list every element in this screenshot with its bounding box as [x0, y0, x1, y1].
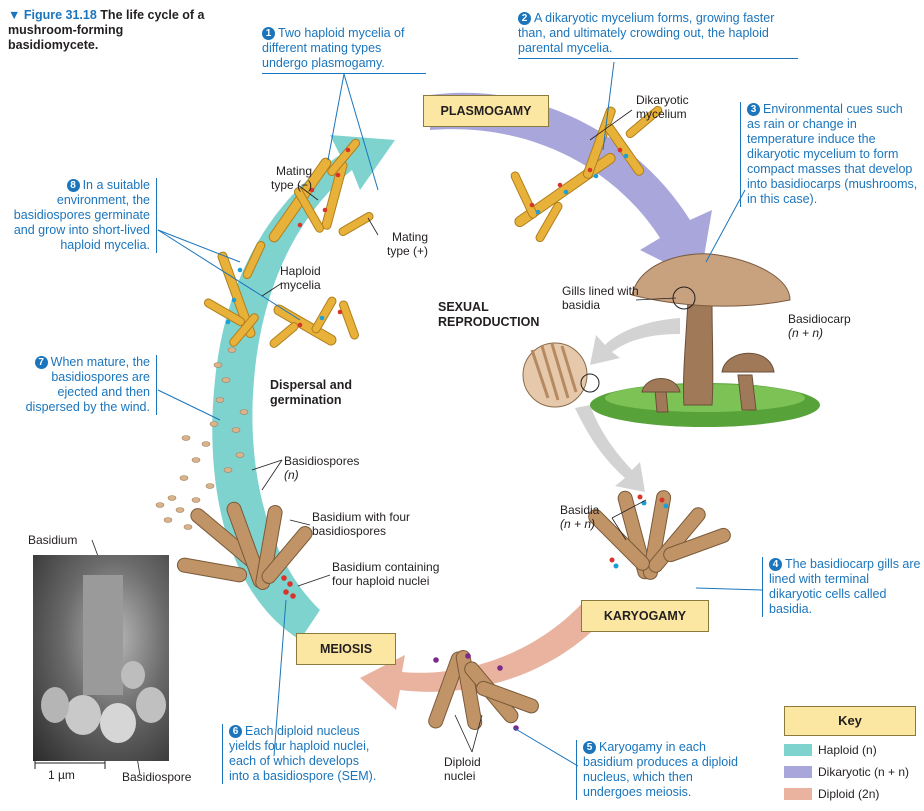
diploid-swatch-icon	[784, 788, 812, 800]
note-text: In a suitable environment, the basidiosp…	[13, 178, 150, 252]
note-text: Each diploid nucleus yields four haploid…	[229, 724, 377, 783]
label-dikaryotic-mycelium: Dikaryotic mycelium	[636, 93, 689, 121]
note-number: 5	[583, 741, 596, 754]
label-diploid-nuclei: Diploid nuclei	[444, 755, 481, 783]
note-text: The basidiocarp gills are lined with ter…	[769, 557, 921, 616]
note-text: Karyogamy in each basidium produces a di…	[583, 740, 738, 799]
label-dispersal: Dispersal and germination	[270, 378, 352, 407]
stage-meiosis: MEIOSIS	[296, 633, 396, 665]
basidia-cluster-spores	[176, 501, 313, 599]
note-text: Environmental cues such as rain or chang…	[747, 102, 918, 206]
key-title: Key	[784, 706, 916, 736]
dikaryotic-swatch-icon	[784, 766, 812, 778]
basidiospores	[155, 347, 249, 530]
note-text: Two haploid mycelia of different mating …	[262, 26, 405, 70]
key-label: Diploid (2n)	[818, 787, 880, 801]
key-label: Dikaryotic (n + n)	[818, 765, 910, 779]
label-mating-type-minus: Mating type (−)	[270, 164, 312, 192]
basidia-cluster-diploid	[428, 650, 539, 731]
diploid-arrow	[360, 600, 608, 710]
note-number: 7	[34, 356, 48, 369]
sexual-reproduction-label: SEXUAL REPRODUCTION	[438, 300, 540, 329]
basidiospores-ploidy: (n)	[284, 468, 299, 482]
mating-type-minus-mycelium	[268, 138, 374, 243]
note-number: 8	[66, 179, 80, 192]
figure-number: Figure 31.18	[23, 8, 97, 22]
label-haploid-mycelia: Haploid mycelia	[280, 264, 321, 292]
note-text: When mature, the basidiospores are eject…	[25, 355, 150, 414]
key-item-diploid: Diploid (2n)	[784, 786, 879, 802]
sem-spores-art	[41, 575, 166, 743]
basidiocarp-ploidy: (n + n)	[788, 326, 824, 340]
label-basidiocarp: Basidiocarp(n + n)	[788, 312, 878, 340]
note-text: A dikaryotic mycelium forms, growing fas…	[518, 11, 775, 55]
note-number: 2	[518, 12, 531, 25]
basidia-name: Basidia	[560, 503, 600, 517]
figure-triangle-icon: ▼	[8, 8, 24, 22]
label-sem-basidium: Basidium	[28, 533, 78, 547]
gill-zoom-arrow	[575, 318, 680, 492]
basidiocarp-mushrooms	[590, 253, 820, 427]
label-gills-lined: Gills lined with basidia	[562, 284, 639, 312]
label-scale-bar: 1 µm	[48, 768, 75, 782]
basidiocarp-name: Basidiocarp	[788, 312, 851, 326]
basidia-ploidy: (n + n)	[560, 517, 596, 531]
label-basidiospores: Basidiospores(n)	[284, 454, 374, 482]
sem-micrograph	[33, 555, 169, 761]
gill-detail	[522, 342, 600, 408]
key-label: Haploid (n)	[818, 743, 877, 757]
figure-title: ▼ Figure 31.18 The life cycle of a mushr…	[8, 8, 208, 53]
key-item-haploid: Haploid (n)	[784, 742, 877, 758]
leader-lines	[157, 61, 763, 767]
haploid-swatch-icon	[784, 744, 812, 756]
note-number: 1	[262, 27, 275, 40]
basidiospores-name: Basidiospores	[284, 454, 360, 468]
stage-karyogamy: KARYOGAMY	[581, 600, 709, 632]
dikaryotic-mycelium	[510, 105, 663, 243]
label-basidia: Basidia(n + n)	[560, 503, 610, 531]
note-number: 6	[229, 725, 242, 738]
key-item-dikaryotic: Dikaryotic (n + n)	[784, 764, 909, 780]
note-number: 4	[769, 558, 782, 571]
haploid-mycelia-center	[269, 296, 359, 348]
basidia-cluster-right	[588, 490, 731, 580]
label-sem-basidiospore: Basidiospore	[122, 770, 192, 784]
figure-caption: The life cycle of a mushroom-forming bas…	[8, 8, 205, 52]
label-basidium-four-spores: Basidium with four basidiospores	[312, 510, 411, 538]
stage-plasmogamy: PLASMOGAMY	[423, 95, 549, 127]
label-mating-type-plus: Mating type (+)	[386, 230, 428, 258]
label-basidium-four-nuclei: Basidium containing four haploid nuclei	[332, 560, 440, 588]
note-number: 3	[747, 103, 760, 116]
